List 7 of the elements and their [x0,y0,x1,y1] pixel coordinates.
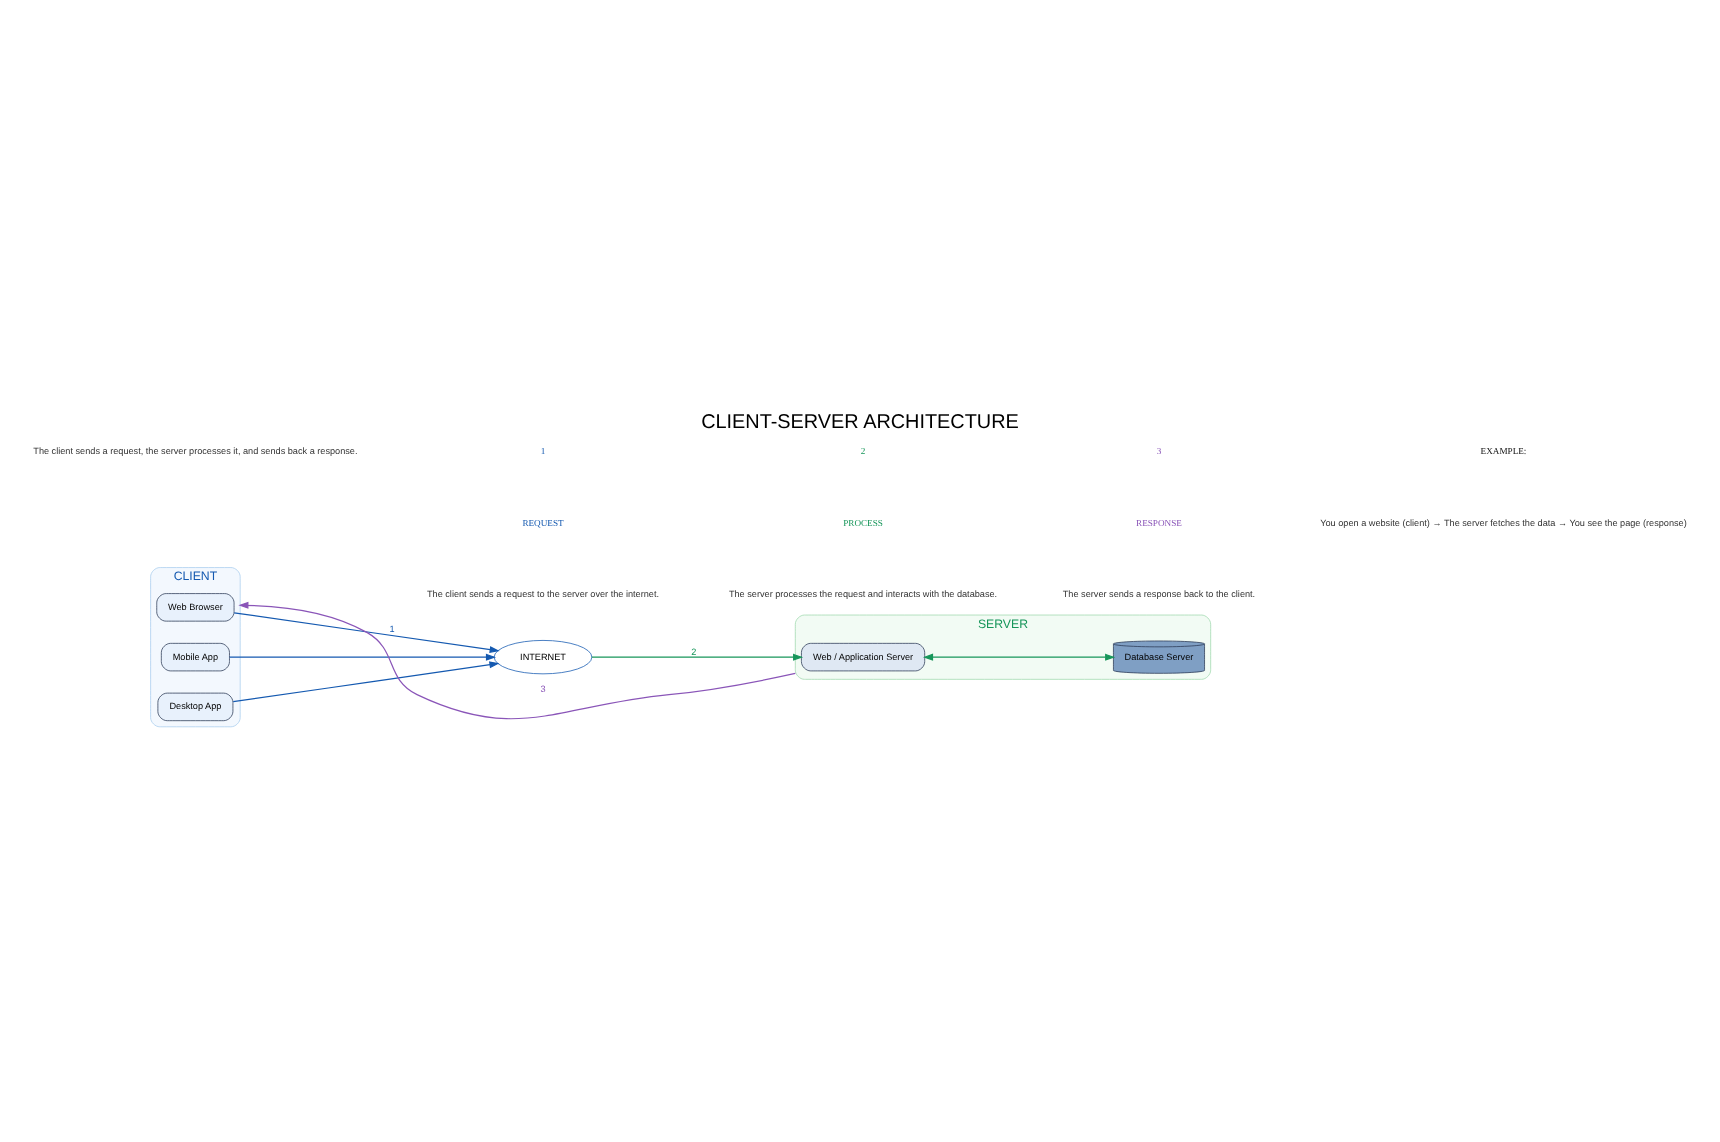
diagram-title: CLIENT-SERVER ARCHITECTURE [701,412,1019,435]
arrow [232,661,500,703]
arrow [591,653,804,661]
arrow [238,601,796,720]
arrow [922,653,1116,661]
arrow [233,612,500,654]
arrow [229,653,497,661]
